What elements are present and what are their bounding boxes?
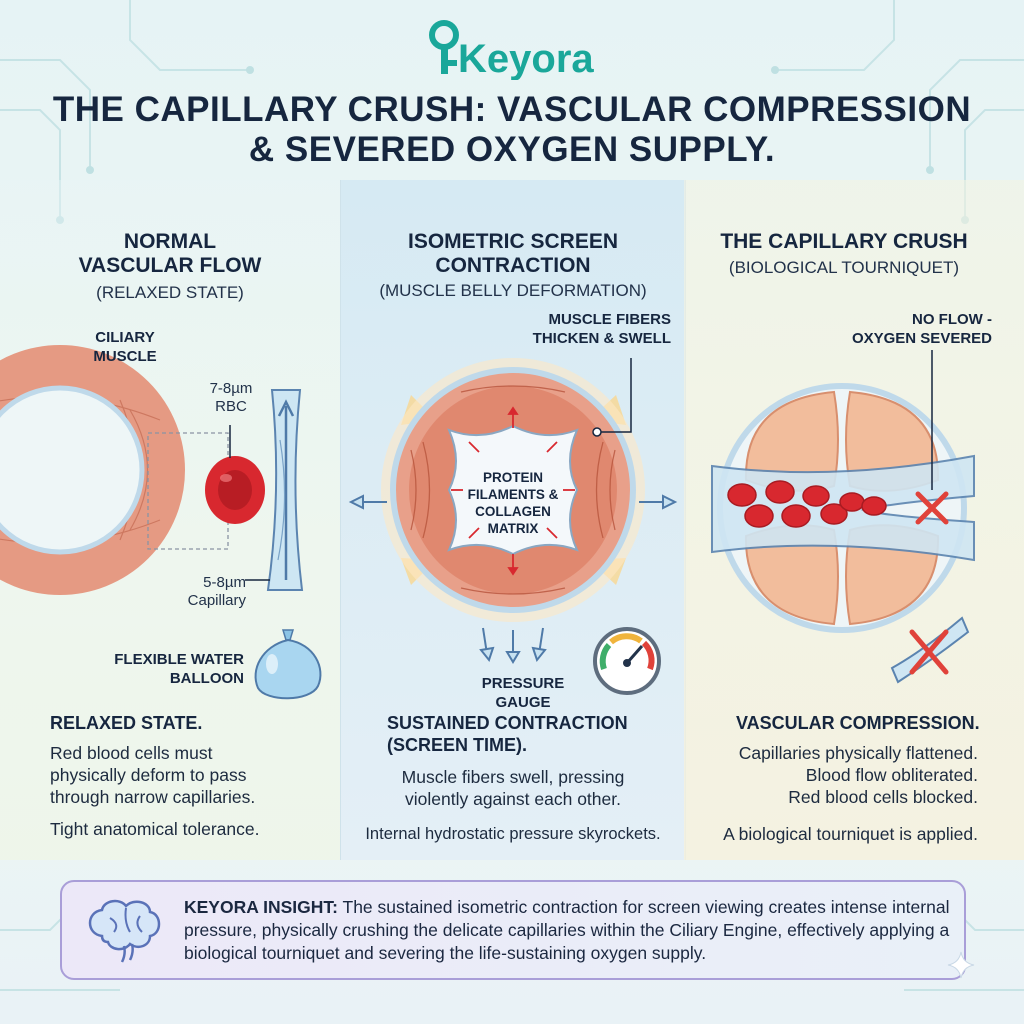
rbc-size-label: 7-8µm RBC bbox=[196, 380, 266, 416]
body-line: Red blood cells blocked. bbox=[788, 787, 978, 807]
label-line: NO FLOW - bbox=[912, 311, 992, 328]
panel-heading: ISOMETRIC SCREEN CONTRACTION bbox=[351, 230, 675, 278]
label-line: CILIARY bbox=[95, 329, 155, 346]
water-balloon-icon bbox=[254, 629, 322, 700]
state-description: Capillaries physically flattened. Blood … bbox=[704, 742, 978, 808]
noflow-label: NO FLOW - OXYGEN SEVERED bbox=[824, 310, 992, 348]
swollen-muscle-ring bbox=[390, 367, 636, 613]
label-line: OXYGEN SEVERED bbox=[851, 330, 992, 347]
matrix-label: PROTEIN FILAMENTS & COLLAGEN MATRIX bbox=[453, 469, 573, 537]
label-line: 5-8µm bbox=[203, 574, 246, 591]
body-line: Capillaries physically flattened. bbox=[738, 743, 978, 763]
blocked-red-blood-cells bbox=[727, 480, 887, 528]
outward-expansion-arrows bbox=[348, 494, 678, 664]
state-description: Muscle fibers swell, pressing violently … bbox=[351, 766, 675, 810]
state-description: Red blood cells must physically deform t… bbox=[50, 742, 330, 808]
fiber-pointer bbox=[597, 358, 632, 433]
fibers-label: MUSCLE FIBERS THICKEN & SWELL bbox=[481, 310, 671, 348]
ciliary-muscle-ring bbox=[0, 345, 229, 595]
label-line: MUSCLE FIBERS bbox=[548, 311, 671, 328]
brain-icon bbox=[88, 899, 161, 963]
insight-box: KEYORA INSIGHT: The sustained isometric … bbox=[60, 880, 966, 980]
body-line: Muscle fibers swell, pressing bbox=[401, 767, 625, 787]
label-line: FLEXIBLE WATER bbox=[114, 651, 244, 668]
insight-body: The sustained isometric contraction for … bbox=[184, 897, 950, 963]
panel-isometric-contraction: ISOMETRIC SCREEN CONTRACTION (MUSCLE BEL… bbox=[340, 180, 686, 860]
label-line: Capillary bbox=[187, 592, 246, 609]
capillary-size-label: 5-8µm Capillary bbox=[178, 574, 246, 610]
pressure-gauge-icon bbox=[593, 627, 661, 695]
label-line: MUSCLE bbox=[93, 348, 157, 365]
crossed-vessel-icon bbox=[890, 616, 970, 684]
label-line: THICKEN & SWELL bbox=[532, 330, 671, 347]
body-line: Red blood cells must bbox=[50, 743, 213, 763]
state-title: RELAXED STATE. bbox=[50, 713, 203, 733]
heading-line: CONTRACTION bbox=[435, 254, 591, 277]
label-line: PROTEIN bbox=[482, 470, 543, 485]
state-title-line: SUSTAINED CONTRACTION bbox=[387, 713, 628, 733]
panel-capillary-crush: THE CAPILLARY CRUSH (BIOLOGICAL TOURNIQU… bbox=[684, 180, 1024, 860]
inward-pressure-arrows bbox=[451, 406, 575, 576]
label-line: BALLOON bbox=[169, 670, 244, 687]
body-line: violently against each other. bbox=[405, 789, 621, 809]
heading-line: ISOMETRIC SCREEN bbox=[407, 230, 619, 253]
heading-line: NORMAL bbox=[123, 230, 217, 253]
state-note: Tight anatomical tolerance. bbox=[50, 819, 260, 839]
label-line: RBC bbox=[215, 398, 247, 415]
label-line: MATRIX bbox=[487, 521, 539, 536]
body-line: physically deform to pass bbox=[50, 765, 247, 785]
label-line: COLLAGEN bbox=[475, 504, 551, 519]
capillary-crush-illustration bbox=[711, 350, 975, 684]
keyhole-logo-icon bbox=[429, 20, 459, 74]
brand-logo: Keyora bbox=[429, 20, 594, 80]
ciliary-muscle-label: CILIARY MUSCLE bbox=[80, 328, 170, 366]
panel-subtitle: (BIOLOGICAL TOURNIQUET) bbox=[728, 258, 960, 277]
body-line: Blood flow obliterated. bbox=[805, 765, 978, 785]
contraction-illustration bbox=[348, 358, 678, 695]
brand-name: Keyora bbox=[458, 37, 594, 80]
body-line: through narrow capillaries. bbox=[50, 787, 256, 807]
label-line: FILAMENTS & bbox=[467, 487, 559, 502]
state-title: VASCULAR COMPRESSION. bbox=[736, 713, 980, 733]
sparkle-icon bbox=[947, 951, 975, 979]
state-note: A biological tourniquet is applied. bbox=[723, 824, 978, 844]
panel-heading: THE CAPILLARY CRUSH bbox=[720, 230, 968, 253]
panel-normal-flow: NORMAL VASCULAR FLOW (RELAXED STATE) bbox=[0, 180, 340, 860]
panel-subtitle: (MUSCLE BELLY DEFORMATION) bbox=[379, 281, 647, 300]
state-title: SUSTAINED CONTRACTION (SCREEN TIME). bbox=[387, 712, 628, 756]
page-title: THE CAPILLARY CRUSH: VASCULAR COMPRESSIO… bbox=[52, 90, 972, 169]
panel-heading: NORMAL VASCULAR FLOW bbox=[20, 230, 320, 278]
label-line: 7-8µm bbox=[209, 380, 253, 397]
normal-flow-illustration bbox=[0, 345, 322, 700]
balloon-label: FLEXIBLE WATER BALLOON bbox=[112, 650, 244, 688]
insight-text: KEYORA INSIGHT: The sustained isometric … bbox=[184, 896, 952, 965]
gauge-label: PRESSURE GAUGE bbox=[481, 675, 565, 711]
capillary-tube bbox=[266, 389, 304, 591]
state-title-line: (SCREEN TIME). bbox=[387, 735, 528, 755]
red-blood-cell-icon bbox=[205, 456, 265, 524]
panel-subtitle: (RELAXED STATE) bbox=[96, 283, 244, 302]
insight-lead: KEYORA INSIGHT: bbox=[184, 897, 338, 917]
blocked-x-icon bbox=[915, 491, 949, 525]
state-note: Internal hydrostatic pressure skyrockets… bbox=[365, 825, 661, 843]
heading-line: VASCULAR FLOW bbox=[78, 254, 262, 277]
